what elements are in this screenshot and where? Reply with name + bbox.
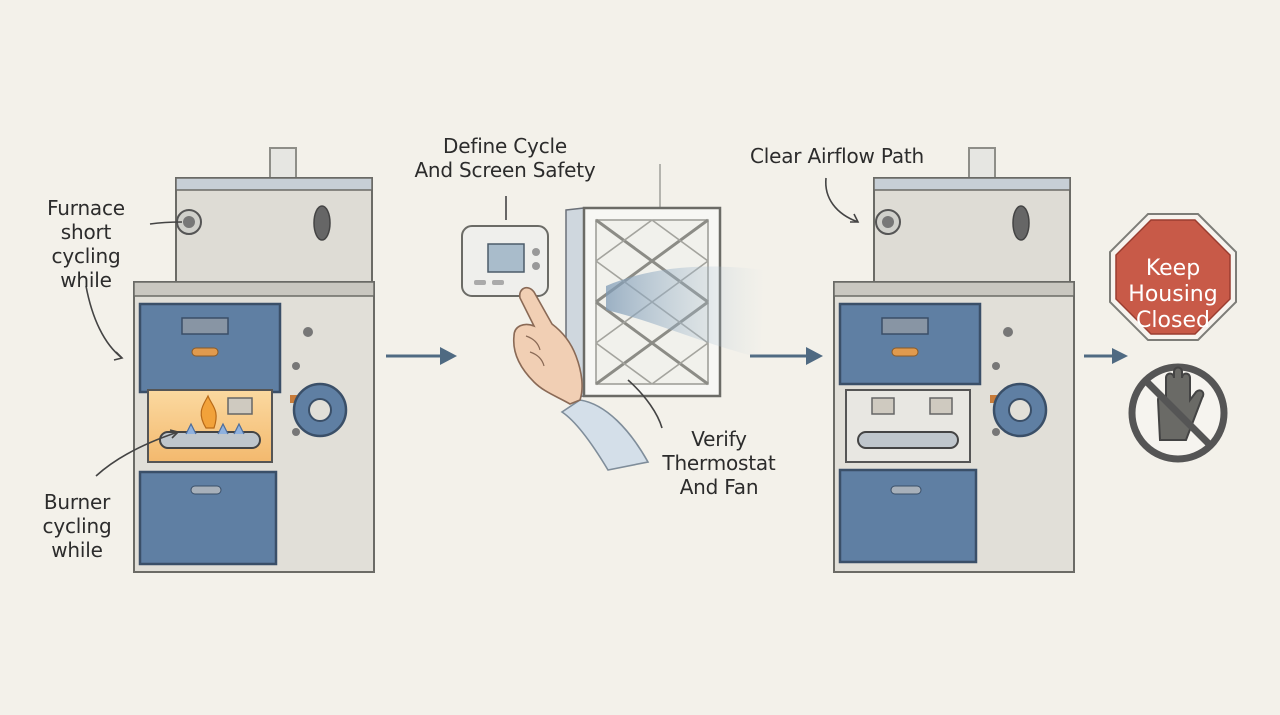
stop-sign-text: Keep Housing Closed — [1128, 256, 1218, 333]
furnace-right — [833, 147, 1075, 573]
thermostat-icon — [461, 225, 549, 297]
leader-line-furnace — [85, 285, 123, 359]
furnace-left — [133, 147, 375, 573]
no-touch-icon — [1128, 363, 1228, 463]
burner-tube — [159, 431, 261, 449]
upper-panel-right — [838, 302, 982, 386]
flame-icon — [200, 394, 217, 429]
label-burner-cycling: Burner cycling while — [42, 490, 112, 562]
airflow-stream — [606, 266, 764, 358]
upper-cabinet-left — [175, 177, 373, 291]
stop-sign-icon — [1109, 213, 1237, 341]
hand-icon — [512, 286, 650, 471]
arrow-right-icon — [750, 347, 823, 365]
lower-panel-right — [838, 468, 978, 564]
label-clear-airflow: Clear Airflow Path — [750, 144, 925, 168]
leader-line-verify — [627, 379, 663, 429]
label-define-cycle: Define Cycle And Screen Safety — [414, 134, 596, 182]
sleeve — [560, 399, 650, 471]
arrow-right-icon — [1084, 348, 1128, 364]
leader-line-burner — [95, 431, 179, 477]
label-furnace-short-cycling: Furnace short cycling while — [47, 196, 125, 292]
upper-cabinet-right — [873, 177, 1071, 291]
label-verify-thermostat: Verify Thermostat And Fan — [662, 427, 776, 499]
arrow-right-icon — [386, 347, 457, 365]
leader-line-airflow — [825, 177, 859, 223]
